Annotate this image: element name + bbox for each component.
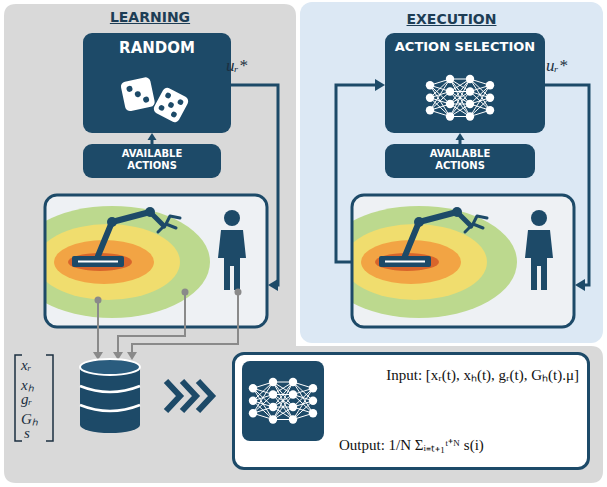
process-box: AVAILABLE ACTIONS bbox=[83, 144, 221, 178]
process-box: RANDOM bbox=[83, 33, 231, 133]
arrow-head bbox=[148, 133, 157, 140]
network-box: Input: [xᵣ(t), xₕ(t), gᵣ(t), Gₕ(t).μ] Out… bbox=[232, 352, 590, 470]
box-title: ACTION SELECTION bbox=[385, 33, 545, 54]
arrow-head bbox=[456, 133, 465, 140]
action-label: uᵣ* bbox=[226, 56, 247, 76]
connector-arrow bbox=[456, 133, 465, 144]
panel-heading: EXECUTION bbox=[300, 11, 603, 27]
box-title: AVAILABLE ACTIONS bbox=[417, 144, 503, 171]
action-label: uᵣ* bbox=[546, 56, 567, 76]
neural-network-icon bbox=[232, 352, 332, 452]
output-formula: Output: 1/N Σᵢ₌ₜ₊₁ᵗ⁺ᴺ s(i) bbox=[339, 435, 579, 455]
process-box: ACTION SELECTION bbox=[385, 33, 545, 133]
vector-entry: s bbox=[24, 425, 30, 442]
input-formula: Input: [xᵣ(t), xₕ(t), gᵣ(t), Gₕ(t).μ] bbox=[339, 365, 579, 385]
process-box: AVAILABLE ACTIONS bbox=[385, 144, 535, 178]
vector-entry: xᵣ bbox=[21, 357, 31, 374]
connector-arrow bbox=[148, 133, 157, 144]
execution-panel: EXECUTION ACTION SELECTION AVAILABLE ACTIO… bbox=[300, 2, 603, 343]
panel-heading: LEARNING bbox=[4, 9, 296, 25]
box-title: RANDOM bbox=[83, 33, 231, 57]
box-title: AVAILABLE ACTIONS bbox=[109, 144, 195, 171]
vector-entry: gᵣ bbox=[21, 391, 32, 408]
